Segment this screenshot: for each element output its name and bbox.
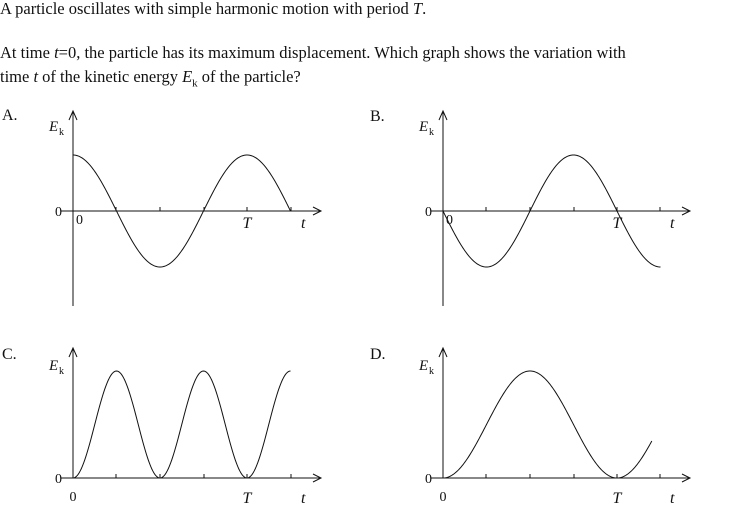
graph-c-x-label: t	[301, 490, 306, 507]
question-text: of the kinetic energy	[38, 67, 183, 86]
graph-b-curve	[442, 154, 661, 268]
graph-c-origin-x-label: 0	[70, 490, 77, 505]
question-line-3: time t of the kinetic energy Ek of the p…	[0, 67, 301, 93]
option-c-label[interactable]: C.	[2, 346, 17, 363]
question-text: time	[0, 67, 34, 86]
option-a-label[interactable]: A.	[2, 107, 18, 124]
graph-d-y-label: E	[418, 358, 428, 374]
option-d-label[interactable]: D.	[370, 346, 386, 363]
graph-d-period-label: T	[613, 490, 623, 507]
graph-a-origin-x-label: 0	[76, 213, 83, 228]
graph-a-x-label: t	[301, 215, 306, 232]
graph-d-y-arrow	[438, 346, 448, 358]
graph-c-y-arrow	[68, 346, 78, 358]
graph-c-curve	[72, 370, 291, 479]
graph-d-x-label: t	[670, 490, 675, 507]
graph-a-y-arrow	[68, 109, 78, 121]
graph-d-x-arrow	[681, 473, 692, 483]
question-text: A particle oscillates with simple harmon…	[0, 0, 413, 18]
time-variable: t	[33, 67, 39, 86]
graph-c-origin-y-label: 0	[55, 472, 62, 487]
graph-b-x-label: t	[670, 215, 675, 232]
question-line-1: A particle oscillates with simple harmon…	[0, 0, 426, 19]
graph-d-origin-y-label: 0	[425, 472, 432, 487]
graph-a-x-arrow	[312, 206, 323, 216]
graph-a-curve	[72, 154, 291, 268]
graph-d-y-label-sub: k	[429, 366, 434, 377]
graph-b-origin-x-label: 0	[446, 213, 453, 228]
period-variable: T	[412, 0, 423, 18]
question-text: .	[422, 0, 427, 18]
graph-a-y-label: E	[48, 119, 58, 135]
graph-b-period-label: T	[613, 215, 623, 232]
graph-b-y-label-sub: k	[429, 127, 434, 138]
question-line-2: At time t=0, the particle has its maximu…	[0, 43, 626, 63]
question-text: of the particle?	[197, 67, 301, 86]
graph-b-y-label: E	[418, 119, 428, 135]
graph-d-curve	[442, 370, 653, 479]
graph-a-origin-y-label: 0	[55, 205, 62, 220]
graph-c-x-arrow	[312, 473, 323, 483]
graph-a-y-label-sub: k	[59, 127, 64, 138]
graph-a-period-label: T	[243, 215, 253, 232]
energy-variable: E	[182, 67, 193, 86]
graph-c-period-label: T	[243, 490, 253, 507]
question-text: At time	[0, 43, 55, 62]
graph-c-y-label-sub: k	[59, 366, 64, 377]
graph-c-y-label: E	[48, 358, 58, 374]
question-text: =0, the particle has its maximum displac…	[58, 43, 626, 62]
time-variable: t	[54, 43, 59, 62]
graph-b-y-arrow	[438, 109, 448, 121]
graph-b-x-arrow	[681, 206, 692, 216]
graph-d-origin-x-label: 0	[440, 490, 447, 505]
energy-subscript: k	[192, 77, 198, 90]
graph-b-origin-y-label: 0	[425, 205, 432, 220]
option-b-label[interactable]: B.	[370, 108, 385, 125]
